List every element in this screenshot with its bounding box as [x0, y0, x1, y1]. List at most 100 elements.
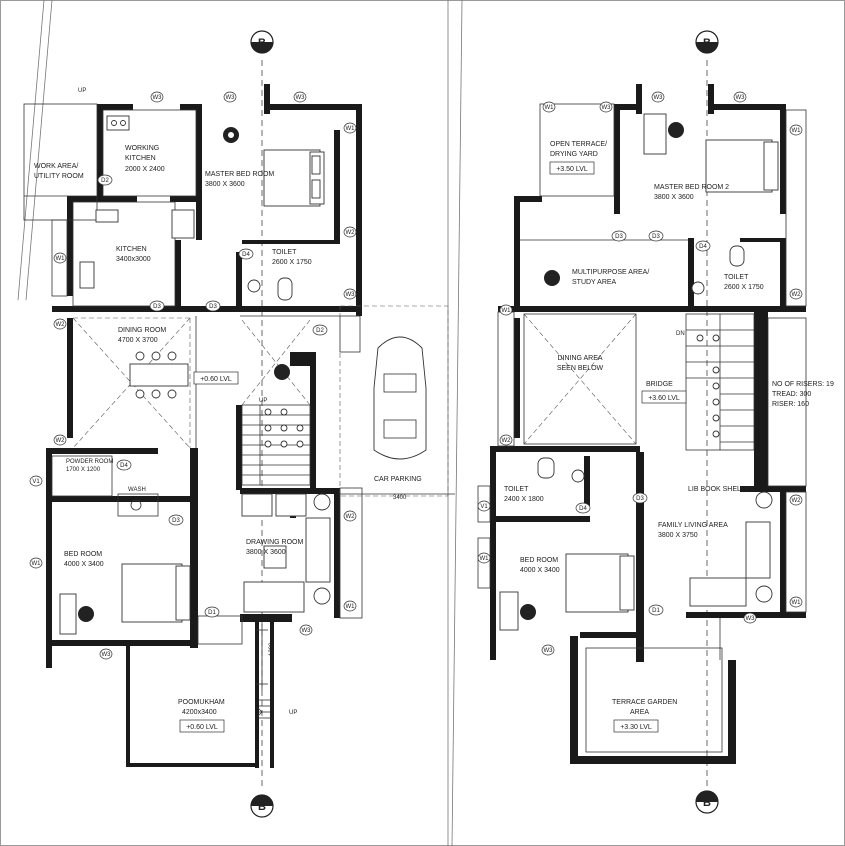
svg-text:W1: W1: [502, 308, 512, 314]
poomukham-level-box: [179, 719, 225, 733]
master-bed2-label: MASTER BED ROOM 2: [654, 184, 729, 191]
tag-w2: W2: [343, 510, 357, 522]
plant-icon: [544, 270, 560, 286]
svg-text:D4: D4: [699, 244, 707, 250]
section-marker-top-right: B: [695, 30, 719, 54]
tag-d2: D2: [312, 324, 328, 336]
tag-w2: W2: [343, 226, 357, 238]
poomukham-level: +0.60 LVL: [186, 724, 218, 731]
section-marker-top-left: B: [250, 30, 274, 54]
tag-w3: W3: [343, 288, 357, 300]
work-area-label: WORK AREA/: [34, 163, 78, 170]
tag-w2: W2: [789, 288, 803, 300]
tag-w2: W2: [53, 318, 67, 330]
up-entry-label: UP: [289, 710, 297, 716]
first-floor-lines: [477, 103, 807, 753]
svg-text:W1: W1: [480, 556, 490, 562]
tag-d3: D3: [168, 514, 184, 526]
terrace-garden-label: AREA: [630, 709, 649, 716]
tag-w2: W2: [789, 494, 803, 506]
svg-text:D4: D4: [242, 252, 250, 258]
svg-text:W3: W3: [102, 652, 112, 658]
bed-icon: [565, 553, 629, 613]
bed-icon: [121, 563, 183, 623]
svg-text:W3: W3: [544, 648, 554, 654]
dining-label: DINING ROOM: [118, 327, 166, 334]
tag-v1: V1: [477, 500, 491, 512]
section-marker-label: B: [703, 797, 711, 809]
first-floor-labels: OPEN TERRACE/ DRYING YARD +3.50 LVL MAST…: [504, 141, 834, 733]
svg-text:W3: W3: [302, 628, 312, 634]
tag-d3: D3: [205, 300, 221, 312]
svg-text:W2: W2: [56, 322, 66, 328]
toilet-mid-label: TOILET: [504, 486, 529, 493]
svg-text:W3: W3: [346, 292, 356, 298]
section-marker-bottom-left: B: [250, 794, 274, 818]
svg-text:D3: D3: [209, 304, 217, 310]
dining-table-icon: [129, 363, 189, 387]
terrace-garden-label: TERRACE GARDEN: [612, 699, 677, 706]
svg-text:D4: D4: [579, 506, 587, 512]
poomukham-label: POOMUKHAM: [178, 699, 225, 706]
svg-text:W2: W2: [792, 498, 802, 504]
tag-w1: W1: [789, 596, 803, 608]
kitchen-dim: 3400x3000: [116, 256, 151, 263]
lib-shelves-label: LIB BOOK SHELVES: [688, 486, 755, 493]
work-area-label: UTILITY ROOM: [34, 173, 84, 180]
bed-room-ff-dim: 4000 X 3400: [520, 567, 560, 574]
sheet-divider-right: [451, 0, 463, 846]
side-table-icon: [313, 587, 331, 605]
dining-level-box: [193, 371, 239, 385]
svg-text:W1: W1: [792, 600, 802, 606]
dining-level: +0.60 LVL: [200, 376, 232, 383]
master-bed-label: MASTER BED ROOM: [205, 171, 274, 178]
powder-room-dim: 1700 X 1200: [66, 467, 101, 473]
toilet-top-dim: 2600 X 1750: [724, 284, 764, 291]
section-marker-label: B: [703, 37, 711, 49]
svg-text:D3: D3: [615, 234, 623, 240]
svg-text:W3: W3: [602, 105, 612, 111]
bed-icon: [705, 139, 773, 193]
svg-text:W2: W2: [346, 230, 356, 236]
tag-w1: W1: [343, 600, 357, 612]
car-icon: [373, 336, 427, 460]
bed-room-ff-label: BED ROOM: [520, 557, 558, 564]
dn-label: DN: [676, 331, 685, 337]
tag-d1: D1: [648, 604, 664, 616]
bed-room-label: BED ROOM: [64, 551, 102, 558]
svg-text:V1: V1: [480, 504, 488, 510]
wc-icon: [729, 245, 745, 267]
garden-level: +3.30 LVL: [620, 724, 652, 731]
svg-text:W3: W3: [153, 95, 163, 101]
bridge-level: +3.60 LVL: [648, 395, 680, 402]
svg-text:W3: W3: [296, 95, 306, 101]
first-floor-walls: [490, 84, 806, 764]
stove-icon: [106, 115, 130, 131]
master-bed2-dim: 3800 X 3600: [654, 194, 694, 201]
svg-text:W1: W1: [346, 604, 356, 610]
working-kitchen-label: WORKING: [125, 145, 159, 152]
tag-w3: W3: [733, 91, 747, 103]
toilet-mid-dim: 2400 X 1800: [504, 496, 544, 503]
tag-w1: W1: [343, 122, 357, 134]
svg-text:W2: W2: [792, 292, 802, 298]
tag-w1: W1: [499, 304, 513, 316]
tag-w1: W1: [53, 252, 67, 264]
svg-text:W3: W3: [746, 616, 756, 622]
tag-w1: W1: [477, 552, 491, 564]
master-bed-dim: 3800 X 3600: [205, 181, 245, 188]
ground-floor-furniture: [59, 115, 427, 635]
up-label: UP: [78, 88, 86, 94]
bridge-label: BRIDGE: [646, 381, 673, 388]
tag-w3: W3: [299, 624, 313, 636]
tag-w3: W3: [223, 91, 237, 103]
basin-icon: [571, 469, 585, 483]
terrace-level: +3.50 LVL: [556, 166, 588, 173]
first-floor-furniture: [499, 113, 779, 631]
plant-icon: [274, 364, 290, 380]
tag-w3: W3: [743, 612, 757, 624]
kitchen-label: KITCHEN: [116, 246, 147, 253]
svg-text:D3: D3: [153, 304, 161, 310]
svg-text:W2: W2: [56, 438, 66, 444]
svg-text:D2: D2: [316, 328, 324, 334]
